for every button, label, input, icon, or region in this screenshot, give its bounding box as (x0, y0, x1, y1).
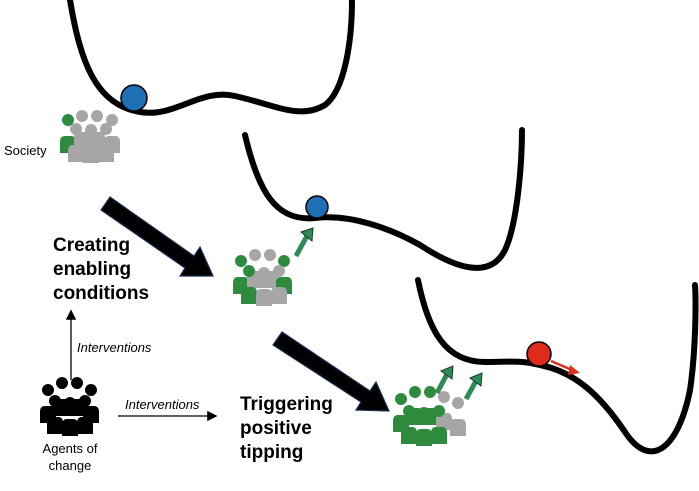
landscape-curve-2 (242, 127, 525, 271)
stage3-group-icon (393, 386, 466, 446)
ball-stable-2 (305, 195, 329, 219)
interventions-label-vertical: Interventions (77, 340, 152, 355)
ball-stable-1 (120, 84, 148, 112)
block-arrow-icon-2 (272, 331, 390, 412)
triggering-positive-tipping-label: Triggering positive tipping (240, 394, 333, 463)
society-label: Society (4, 143, 47, 158)
interventions-label-horizontal: Interventions (125, 397, 200, 412)
ball-tipping (526, 341, 552, 367)
creating-enabling-conditions-label: Creating enabling conditions (53, 235, 150, 304)
up-arrow-icon-1 (293, 227, 314, 258)
stage2-group-icon (233, 249, 292, 306)
up-arrow-icon-2 (434, 365, 454, 395)
red-arrow-icon (550, 359, 580, 375)
landscape-curve-3 (415, 277, 699, 455)
landscape-curve-1 (67, 0, 355, 116)
up-arrow-icon-3 (463, 372, 483, 401)
block-arrow-icon-1 (100, 196, 214, 277)
society-group-icon (60, 110, 120, 163)
agents-group-icon (40, 377, 99, 436)
agents-of-change-label: Agents of change (42, 441, 98, 473)
